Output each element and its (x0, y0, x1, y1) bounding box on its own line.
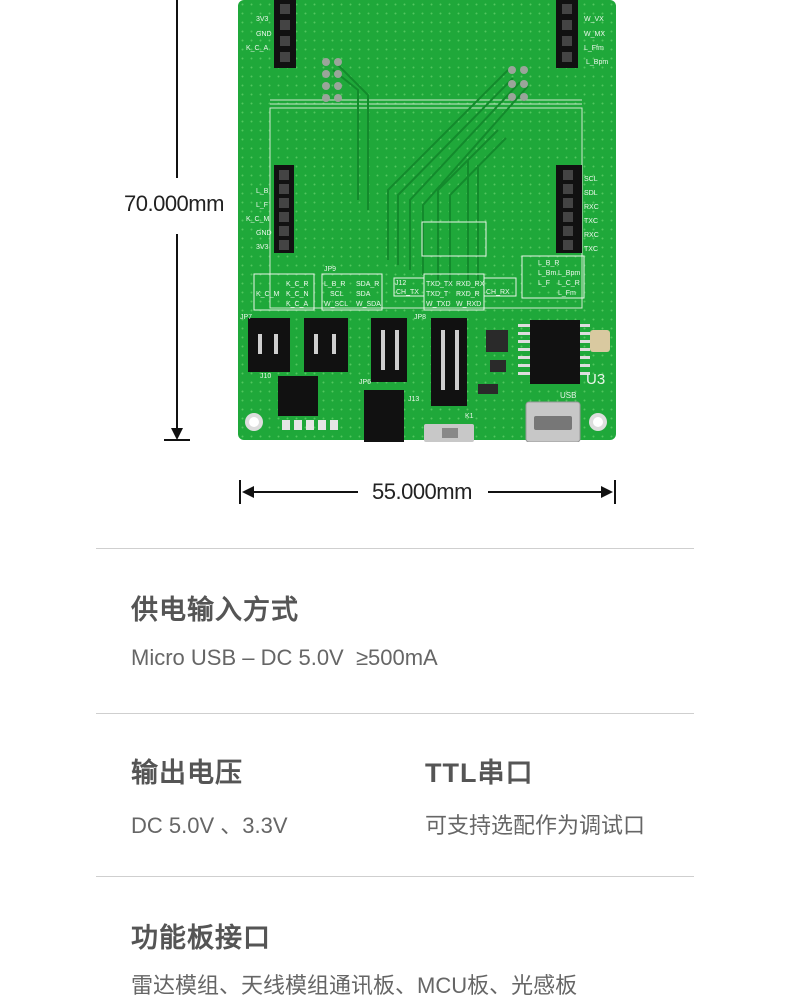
svg-text:K_C_A: K_C_A (286, 301, 309, 308)
width-dimension-line (239, 480, 616, 504)
svg-text:W_VX: W_VX (584, 16, 604, 23)
svg-text:L_F: L_F (256, 202, 268, 209)
divider-1 (96, 548, 694, 549)
width-dimension-label: 55.000mm (372, 479, 472, 505)
svg-text:CH_TX: CH_TX (396, 289, 419, 296)
label-jp7: JP7 (240, 314, 253, 321)
svg-text:W_SCL: W_SCL (324, 301, 348, 308)
svg-text:SDL: SDL (584, 190, 598, 197)
svg-text:L_B: L_B (256, 188, 269, 195)
height-dimension (150, 0, 210, 442)
svg-text:SCL: SCL (330, 291, 344, 298)
ttl-serial-title: TTL串口 (425, 758, 534, 788)
svg-text:RXC: RXC (584, 204, 599, 211)
label-j13: J13 (408, 396, 420, 403)
svg-text:K_C_M: K_C_M (256, 291, 280, 298)
output-voltage-title: 输出电压 (131, 758, 243, 788)
function-board-value: 雷达模组、天线模组通讯板、MCU板、光感板 (131, 973, 578, 998)
svg-text:TXC: TXC (584, 218, 598, 225)
svg-text:SCL: SCL (584, 176, 598, 183)
svg-text:SDA: SDA (356, 291, 371, 298)
ttl-serial-value: 可支持选配作为调试口 (425, 813, 646, 838)
svg-text:L_Bpm: L_Bpm (586, 59, 608, 66)
svg-text:W_MX: W_MX (584, 31, 605, 38)
label-jp6: JP6 (359, 379, 372, 386)
svg-text:TXC: TXC (584, 246, 598, 253)
output-voltage-value: DC 5.0V 、3.3V (131, 813, 288, 838)
function-board-title: 功能板接口 (131, 923, 271, 953)
svg-text:3V3: 3V3 (256, 16, 269, 23)
svg-text:K_C_R: K_C_R (286, 281, 309, 288)
svg-text:W_RXD: W_RXD (456, 301, 481, 308)
label-j10: J10 (260, 373, 272, 380)
power-input-title: 供电输入方式 (131, 595, 299, 625)
svg-text:W_SDA: W_SDA (356, 301, 381, 308)
svg-text:TXD_T: TXD_T (426, 291, 449, 298)
height-dimension-label: 70.000mm (124, 191, 224, 217)
label-k1: K1 (465, 413, 474, 420)
svg-text:L_B_R: L_B_R (538, 260, 559, 267)
svg-text:SDA_R: SDA_R (356, 281, 379, 288)
divider-3 (96, 876, 694, 877)
svg-text:L_Fm: L_Fm (558, 290, 576, 297)
power-input-value: Micro USB – DC 5.0V ≥500mA (131, 645, 438, 670)
height-dimension-line (164, 0, 190, 441)
label-jp8: JP8 (414, 314, 427, 321)
svg-text:L_Bpm: L_Bpm (558, 270, 580, 277)
svg-text:L_B_R: L_B_R (324, 281, 345, 288)
svg-text:L_Bm: L_Bm (538, 270, 556, 277)
divider-2 (96, 713, 694, 714)
svg-text:RXD_RX: RXD_RX (456, 281, 485, 288)
svg-text:L_C_R: L_C_R (558, 280, 580, 287)
svg-text:3V3: 3V3 (256, 244, 269, 251)
label-j12: J12 (395, 280, 407, 287)
label-usb: USB (560, 391, 577, 400)
svg-text:K_C_A: K_C_A (246, 45, 269, 52)
svg-text:RXD_R: RXD_R (456, 291, 480, 298)
svg-text:L_F: L_F (538, 280, 550, 287)
svg-text:K_C_M: K_C_M (246, 216, 270, 223)
label-u3: U3 (586, 371, 606, 388)
svg-text:K_C_N: K_C_N (286, 291, 309, 298)
svg-text:GND: GND (256, 31, 272, 38)
label-jp9: JP9 (324, 266, 337, 273)
svg-text:L_Ffm: L_Ffm (584, 45, 604, 52)
svg-text:GND: GND (256, 230, 272, 237)
svg-text:TXD_TX: TXD_TX (426, 281, 453, 288)
svg-text:W_TXD: W_TXD (426, 301, 451, 308)
svg-text:CH_RX: CH_RX (486, 289, 510, 296)
width-dimension (236, 478, 620, 506)
svg-text:RXC: RXC (584, 232, 599, 239)
